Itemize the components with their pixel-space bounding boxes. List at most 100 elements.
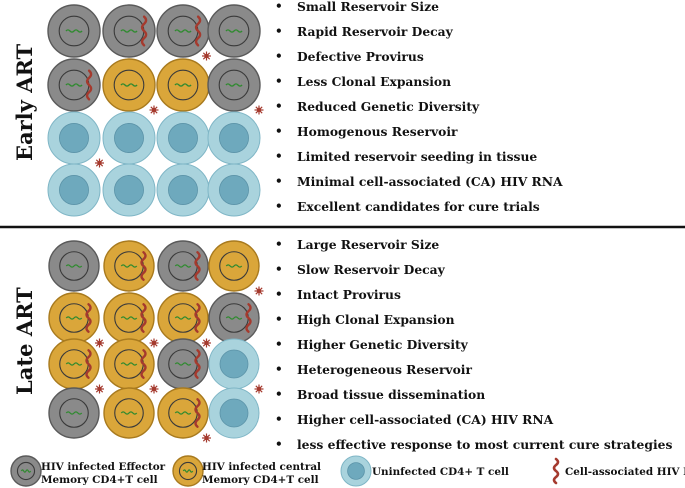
provirus-dna	[65, 83, 83, 87]
provirus-dna	[120, 83, 138, 87]
cell-uninfected	[208, 338, 260, 390]
cell-effector	[157, 338, 209, 390]
cell-central	[156, 58, 210, 112]
late-art-characteristic-item: Heterogeneous Reservoir	[272, 357, 672, 382]
legend-effector-line-2: Memory CD4+T cell	[41, 474, 158, 486]
early-art-characteristic-item: Less Clonal Expansion	[272, 69, 563, 94]
legend-uninfected-label: Uninfected CD4+ T cell	[372, 466, 509, 478]
legend-central-line-1: HIV infected central	[202, 461, 322, 473]
legend-uninfected-cell-icon	[340, 455, 372, 487]
cell-nucleus	[219, 175, 249, 205]
provirus-dna	[120, 362, 138, 366]
late-art-characteristic-item: Higher Genetic Diversity	[272, 332, 672, 357]
late-art-characteristic-item: Large Reservoir Size	[272, 232, 672, 257]
provirus-dna	[120, 411, 138, 415]
cell-central	[102, 58, 156, 112]
cell-nucleus	[59, 123, 89, 153]
ca-hiv-rna-icon	[194, 398, 201, 428]
provirus-dna	[174, 264, 192, 268]
cell-uninfected	[156, 163, 210, 217]
cell-uninfected	[208, 387, 260, 439]
cell-uninfected	[102, 163, 156, 217]
cell-effector	[208, 292, 260, 344]
provirus-dna	[65, 316, 83, 320]
cell-nucleus	[58, 15, 90, 47]
cell-uninfected	[102, 111, 156, 165]
cell-nucleus	[113, 69, 145, 101]
ca-hiv-rna-icon	[194, 251, 201, 281]
ca-hiv-rna-icon	[85, 303, 92, 333]
hiv-virion-icon	[254, 286, 264, 296]
cell-central	[157, 387, 209, 439]
late-art-characteristics-list: Large Reservoir SizeSlow Reservoir Decay…	[272, 232, 672, 457]
provirus-dna	[225, 316, 243, 320]
provirus-dna	[120, 264, 138, 268]
ca-hiv-rna-icon	[194, 349, 201, 379]
provirus-dna	[65, 362, 83, 366]
early-art-characteristic-item: Small Reservoir Size	[272, 0, 563, 19]
cell-effector	[48, 240, 100, 292]
ca-hiv-rna-icon	[194, 303, 201, 333]
hiv-virion-icon	[95, 338, 104, 348]
cell-effector	[47, 58, 101, 112]
provirus-dna	[225, 83, 243, 87]
cell-nucleus	[219, 398, 249, 428]
late-art-characteristic-item: less effective response to most current …	[272, 432, 672, 457]
cell-effector	[207, 4, 261, 58]
cell-nucleus	[59, 251, 89, 281]
provirus-dna	[225, 29, 243, 33]
cell-nucleus	[59, 175, 89, 205]
late-art-characteristic-item: Intact Provirus	[272, 282, 672, 307]
cell-nucleus	[59, 398, 89, 428]
ca-hiv-rna-icon	[140, 349, 147, 379]
cell-uninfected	[47, 111, 101, 165]
provirus-dna	[120, 29, 138, 33]
cell-nucleus	[114, 175, 144, 205]
legend-rna-label: Cell-associated HIV RNA	[565, 466, 685, 478]
hiv-virion-icon	[95, 384, 104, 394]
hiv-virion-icon	[202, 433, 211, 443]
cell-effector	[156, 4, 210, 58]
hiv-virion-icon	[254, 384, 264, 394]
ca-hiv-rna-icon	[85, 69, 93, 101]
early-art-label: Early ART	[12, 43, 37, 161]
cell-nucleus	[219, 349, 249, 379]
provirus-dna	[120, 316, 138, 320]
late-art-characteristic-item: Broad tissue dissemination	[272, 382, 672, 407]
hiv-virion-icon	[95, 158, 104, 168]
cell-central	[103, 292, 155, 344]
provirus-dna	[174, 316, 192, 320]
ca-hiv-rna-icon	[140, 15, 148, 47]
late-art-label: Late ART	[12, 287, 37, 395]
cell-central	[48, 292, 100, 344]
late-art-characteristic-item: Slow Reservoir Decay	[272, 257, 672, 282]
ca-hiv-rna-icon	[140, 251, 147, 281]
cell-central	[157, 292, 209, 344]
ca-hiv-rna-icon	[140, 303, 147, 333]
legend-central-line-2: Memory CD4+T cell	[202, 474, 319, 486]
late-art-characteristic-item: Higher cell-associated (CA) HIV RNA	[272, 407, 672, 432]
early-art-cell-grid	[47, 4, 264, 217]
cell-central	[103, 240, 155, 292]
late-art-characteristic-item: High Clonal Expansion	[272, 307, 672, 332]
cell-nucleus	[219, 123, 249, 153]
provirus-dna	[65, 264, 83, 268]
cell-nucleus	[114, 398, 144, 428]
cell-uninfected	[156, 111, 210, 165]
provirus-dna	[174, 362, 192, 366]
hiv-virion-icon	[254, 105, 264, 115]
cell-effector	[157, 240, 209, 292]
early-art-characteristic-item: Limited reservoir seeding in tissue	[272, 144, 563, 169]
cell-effector	[48, 387, 100, 439]
cell-central	[48, 338, 100, 390]
legend-rna-icon	[552, 457, 560, 485]
ca-hiv-rna-icon	[194, 15, 202, 47]
legend-effector-label: HIV infected Effector Memory CD4+T cell	[41, 461, 165, 487]
cell-central	[103, 338, 155, 390]
legend-effector-line-1: HIV infected Effector	[41, 461, 166, 473]
provirus-dna	[182, 469, 194, 473]
ca-hiv-rna-icon	[85, 349, 92, 379]
cell-nucleus	[168, 175, 198, 205]
